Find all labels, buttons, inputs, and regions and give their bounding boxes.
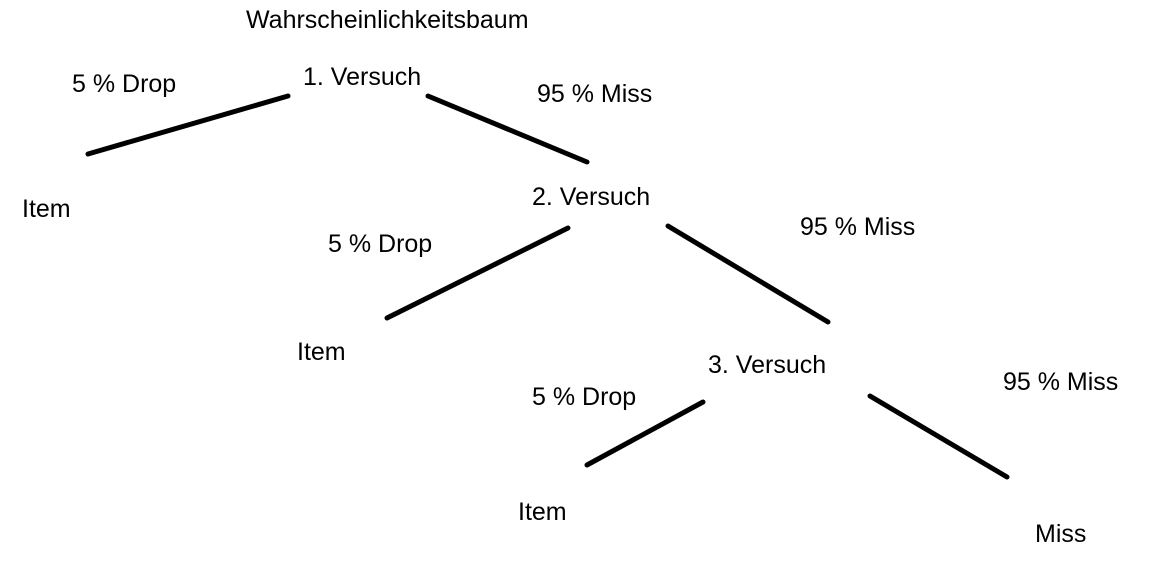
attempt2-drop-probability: 5 % Drop — [328, 230, 433, 258]
attempt3-node: 3. Versuch — [708, 351, 827, 379]
attempt1-node: 1. Versuch — [303, 63, 422, 91]
branch-line-attempt1-drop — [85, 93, 291, 157]
attempt2-drop-leaf: Item — [297, 338, 346, 366]
attempt3-drop-probability: 5 % Drop — [532, 383, 637, 411]
branch-line-attempt2-drop — [384, 225, 571, 321]
branch-line-attempt3-miss — [867, 393, 1010, 480]
attempt2-miss-probability: 95 % Miss — [800, 213, 916, 241]
branch-line-attempt2-miss — [665, 223, 831, 325]
attempt3-drop-leaf: Item — [518, 498, 567, 526]
branch-line-attempt3-drop — [584, 399, 706, 468]
attempt2-node: 2. Versuch — [532, 183, 651, 211]
branch-line-attempt1-miss — [425, 93, 590, 165]
attempt1-miss-probability: 95 % Miss — [537, 80, 653, 108]
attempt1-drop-probability: 5 % Drop — [72, 70, 177, 98]
attempt3-miss-leaf: Miss — [1035, 520, 1087, 548]
diagram-title: Wahrscheinlichkeitsbaum — [246, 6, 529, 34]
attempt1-drop-leaf: Item — [22, 195, 71, 223]
attempt3-miss-probability: 95 % Miss — [1003, 368, 1119, 396]
